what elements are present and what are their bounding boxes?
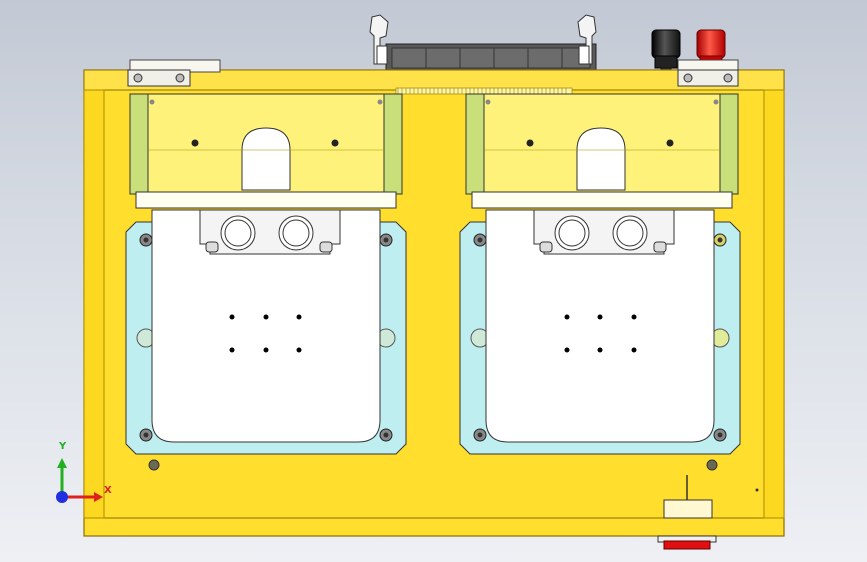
screw-bottom-left <box>148 459 160 471</box>
axis-label-y: Y <box>59 441 67 452</box>
latch-left <box>369 14 389 65</box>
latch-right <box>577 14 597 65</box>
bottom-switch[interactable] <box>657 475 717 550</box>
fixture-right[interactable] <box>459 93 741 455</box>
hinge-left <box>127 59 221 87</box>
xyz-triad-icon <box>56 458 103 503</box>
top-connector <box>385 43 597 73</box>
screw-small <box>755 488 759 492</box>
hinge-right <box>677 59 739 87</box>
top-strip <box>395 87 573 95</box>
axis-label-x: X <box>104 485 112 496</box>
screw-bottom-right <box>706 459 718 471</box>
fixture-left[interactable] <box>125 93 407 455</box>
red-button <box>663 540 711 550</box>
